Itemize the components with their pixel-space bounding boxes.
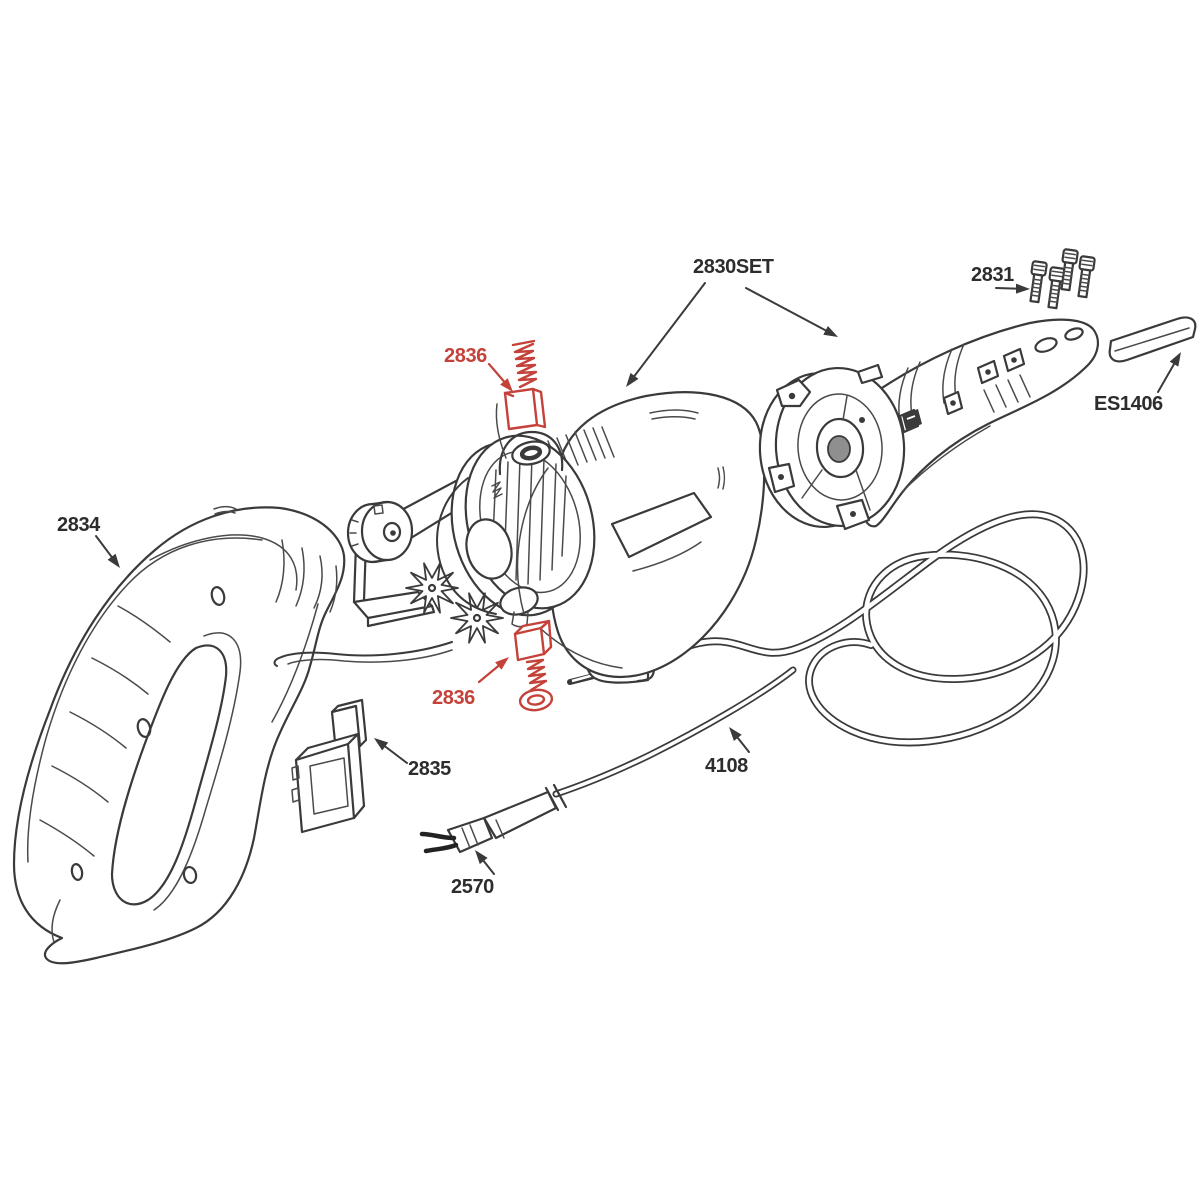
part-label-2831: 2831	[971, 264, 1014, 286]
part-label-es1406: ES1406	[1094, 393, 1163, 415]
screws	[1029, 248, 1096, 310]
roller-bracket	[346, 500, 436, 628]
part-label-2834: 2834	[57, 514, 101, 536]
part-label-2836-lower: 2836	[432, 687, 475, 709]
cord-sleeve	[419, 783, 568, 854]
trigger-switch	[291, 698, 368, 834]
motor-assembly	[273, 391, 766, 679]
carbon-brush-lower	[513, 619, 554, 712]
gear-housing	[758, 318, 1099, 531]
part-labels: 2830SET 2831 ES1406 2836 2836 2834 2835 …	[57, 256, 1163, 898]
part-label-4108: 4108	[705, 755, 748, 777]
handle-housing	[12, 506, 346, 965]
leader-arrows	[95, 282, 1181, 875]
carbon-brush-upper	[503, 339, 547, 431]
part-label-2570: 2570	[451, 876, 494, 898]
blade	[1108, 316, 1197, 363]
part-label-2835: 2835	[408, 758, 451, 780]
part-label-2836-upper: 2836	[444, 345, 487, 367]
part-label-2830set: 2830SET	[693, 256, 774, 278]
